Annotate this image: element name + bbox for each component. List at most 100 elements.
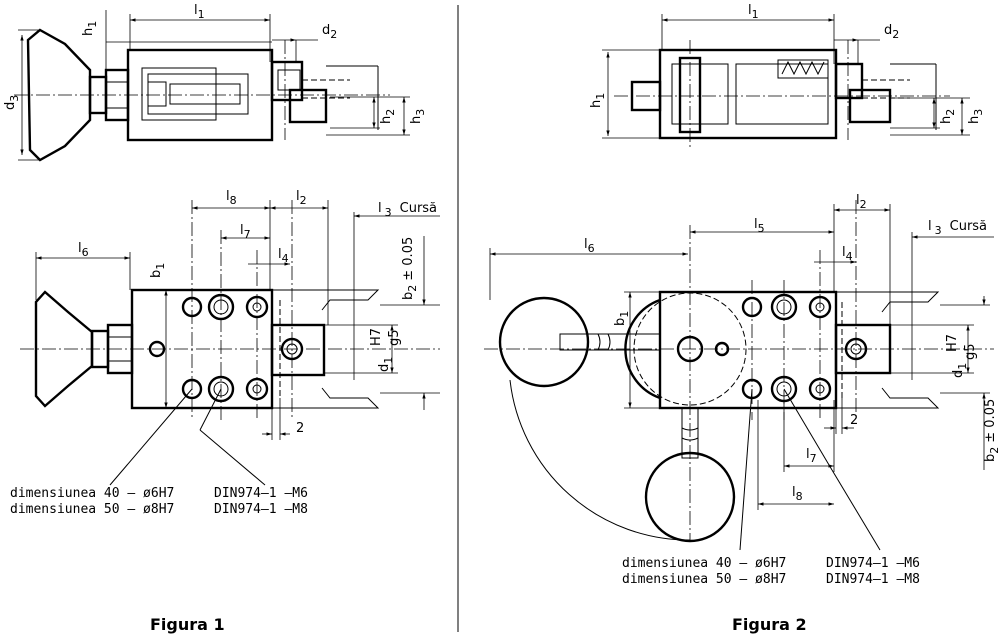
fig1-label-l7-sub: 7: [244, 228, 251, 241]
fig1-label-d1-sub: 1: [382, 357, 395, 364]
fig1-note-size-40: dimensiunea 40 – ø6H7: [10, 486, 174, 501]
fig1-label-h1-sub: 1: [86, 21, 99, 28]
svg-text:l1: l1: [748, 3, 759, 21]
fig1-label-b2-sub: 2: [406, 285, 419, 292]
fig1-label-l6: l: [78, 241, 82, 256]
fig2-label-l3-sub: 3: [935, 224, 942, 237]
fig1-label-h3: h: [409, 116, 424, 124]
fig2-label-l4-sub: 4: [846, 250, 853, 263]
svg-text:h2: h2: [379, 109, 397, 124]
fig1-label-h1: h: [81, 28, 96, 36]
fig1-bore: [141, 67, 217, 121]
fig1-label-d2-sub: 2: [330, 28, 337, 41]
fig2-label-l5: l: [754, 217, 758, 232]
fig1-label-d3-sub: 3: [8, 95, 21, 102]
svg-text:l6: l6: [78, 241, 89, 259]
fig1-label-h7: H7: [369, 328, 384, 346]
fig1-label-l3: l: [378, 201, 382, 216]
fig1-top-view: [20, 200, 440, 486]
fig1-label-g5: g5: [387, 329, 402, 346]
fig2-label-l6: l: [584, 237, 588, 252]
fig1-top-knob: [34, 290, 94, 408]
fig2-label-l1-sub: 1: [752, 8, 759, 21]
fig1-label-l7: l: [240, 223, 244, 238]
fig1-label-l8: l: [226, 189, 230, 204]
fig2-caption: Figura 2: [732, 615, 807, 634]
fig2-label-h1: h: [589, 100, 604, 108]
fig2-label-l8-sub: 8: [796, 490, 803, 503]
fig2-label-b2: b: [983, 454, 998, 462]
svg-text:b1: b1: [613, 311, 631, 326]
fig1-label-l1: l: [194, 3, 198, 18]
fig1-label-stroke: Cursă: [400, 201, 437, 216]
fig1-slide-block: [270, 323, 326, 377]
fig1-label-two: 2: [296, 421, 304, 436]
fig1-knob: [26, 28, 92, 162]
fig2-label-d1: d: [951, 370, 966, 378]
fig1-label-d1: d: [377, 364, 392, 372]
svg-text:h2: h2: [939, 109, 957, 124]
svg-text:d1: d1: [377, 357, 395, 372]
fig1-label-l1-sub: 1: [198, 8, 205, 21]
fig1-label-h3-sub: 3: [414, 109, 427, 116]
fig1-pin: [270, 60, 304, 102]
svg-text:d2: d2: [322, 23, 337, 41]
fig2-note-size-40: dimensiunea 40 – ø6H7: [622, 556, 786, 571]
fig1-note-din-40: DIN974–1 –M6: [214, 486, 308, 501]
fig1-label-d3: d: [3, 102, 18, 110]
fig2-label-h7: H7: [945, 334, 960, 352]
svg-text:l7: l7: [806, 447, 817, 465]
fig2-label-h2-sub: 2: [944, 109, 957, 116]
svg-text:l2: l2: [296, 189, 307, 207]
fig2-label-d2: d: [884, 23, 892, 38]
fig2-top-view: [484, 200, 994, 551]
fig2-note-din-50: DIN974–1 –M8: [826, 572, 920, 587]
svg-text:h3: h3: [967, 109, 985, 124]
fig2-label-l6-sub: 6: [588, 242, 595, 255]
svg-text:l5: l5: [754, 217, 765, 235]
fig2-label-l2-sub: 2: [860, 198, 867, 211]
fig2-label-h1-sub: 1: [594, 93, 607, 100]
fig1-plunger: [147, 73, 249, 115]
fig2-label-h2: h: [939, 116, 954, 124]
fig2-swing-arc: [509, 379, 691, 541]
fig1-caption: Figura 1: [150, 615, 225, 634]
svg-text:l8: l8: [226, 189, 237, 207]
fig2-label-b2-tol: ± 0.05: [983, 399, 998, 443]
fig2-label-stroke: Cursă: [950, 219, 987, 234]
svg-text:l6: l6: [584, 237, 595, 255]
fig1-label-l6-sub: 6: [82, 246, 89, 259]
fig2-label-l2: l: [856, 193, 860, 208]
fig1-note-din-50: DIN974–1 –M8: [214, 502, 308, 517]
figure2: l1 d2 h1 h2 h3: [484, 3, 1000, 634]
fig2-label-d1-sub: 1: [956, 363, 969, 370]
svg-text:l7: l7: [240, 223, 251, 241]
fig2-plunger: [735, 63, 829, 125]
fig2-label-l3: l: [928, 219, 932, 234]
fig1-label-l3-sub: 3: [385, 206, 392, 219]
fig2-label-h3-sub: 3: [972, 109, 985, 116]
svg-text:h1: h1: [589, 93, 607, 108]
fig2-note-size-50: dimensiunea 50 – ø8H7: [622, 572, 786, 587]
fig1-label-b2: b: [401, 292, 416, 300]
fig2-label-l5-sub: 5: [758, 222, 765, 235]
fig2-label-l4: l: [842, 245, 846, 260]
svg-text:d2: d2: [884, 23, 899, 41]
svg-text:b2± 0.05: b2± 0.05: [401, 237, 419, 300]
fig1-label-b1: b: [149, 270, 164, 278]
fig1-label-b1-sub: 1: [154, 263, 167, 270]
fig2-label-l1: l: [748, 3, 752, 18]
svg-text:l1: l1: [194, 3, 205, 21]
fig2-note-din-40: DIN974–1 –M6: [826, 556, 920, 571]
fig2-label-l7-sub: 7: [810, 452, 817, 465]
fig1-label-h2-sub: 2: [384, 109, 397, 116]
svg-text:d3: d3: [3, 95, 21, 110]
fig2-label-h3: h: [967, 116, 982, 124]
fig2-label-d2-sub: 2: [892, 28, 899, 41]
figure1: l1 h1 d2 d3 h2 h3: [3, 3, 440, 634]
fig2-label-g5: g5: [963, 343, 978, 360]
fig1-label-l2-sub: 2: [300, 194, 307, 207]
fig2-knob-left: [498, 296, 590, 388]
